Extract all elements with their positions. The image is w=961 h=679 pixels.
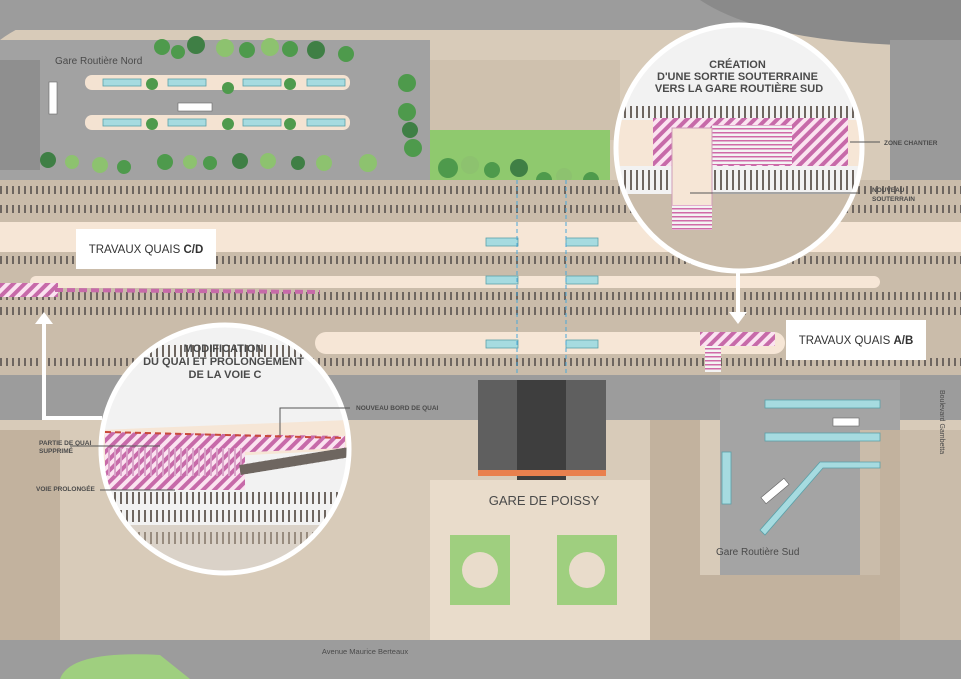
label-zone-chantier: ZONE CHANTIER xyxy=(884,140,938,147)
label-gare-de-poissy: GARE DE POISSY xyxy=(489,493,600,508)
platform-shelters xyxy=(485,237,599,349)
label-nouveau-bord: NOUVEAU BORD DE QUAI xyxy=(356,405,439,412)
label-boulevard: Boulevard Gambetta xyxy=(938,390,945,454)
travaux-ab-prefix: TRAVAUX QUAIS xyxy=(799,335,894,347)
bus-north xyxy=(177,102,213,112)
label-gare-routiere-nord: Gare Routière Nord xyxy=(55,56,142,67)
label-voie-prolongee: VOIE PROLONGÉE xyxy=(36,484,96,493)
south-area xyxy=(0,375,961,679)
svg-text:MODIFICATION DU QUAI ET: MODIFICATION DU QUAI ET PROLONGEMENT DE … xyxy=(143,343,307,381)
travaux-ab-emph: A/B xyxy=(893,335,913,347)
travaux-cd-prefix: TRAVAUX QUAIS xyxy=(89,244,184,256)
callout-quai-title-3: DE LA VOIE C xyxy=(189,369,262,381)
callout-sortie-title-3: VERS LA GARE ROUTIÈRE SUD xyxy=(655,82,823,95)
callout-sortie-title-1: CRÉATION xyxy=(709,58,766,71)
label-gare-routiere-sud: Gare Routière Sud xyxy=(716,547,799,558)
south-shelters xyxy=(721,399,881,536)
arrow-callout-left xyxy=(42,322,102,420)
label-nouveau-souterrain-2: SOUTERRAIN xyxy=(872,196,915,203)
works-zone-ab xyxy=(700,332,775,346)
arrow-head-left xyxy=(35,312,53,324)
bus-north-vertical xyxy=(48,81,58,115)
svg-text:CRÉATION D'UNE SORTIE SO: CRÉATION D'UNE SORTIE SOUTERRAINE VERS L… xyxy=(655,58,823,95)
callout-quai-title-1: MODIFICATION xyxy=(184,343,264,355)
travaux-cd-emph: C/D xyxy=(183,244,203,256)
box-travaux-cd xyxy=(76,229,216,269)
bus-south xyxy=(832,417,860,427)
svg-text:TRAVAUX QUAIS A/B: TRAVAUX QUAIS A/B xyxy=(799,335,914,347)
box-travaux-ab xyxy=(786,320,926,360)
bus-south-angled xyxy=(760,477,790,505)
trees xyxy=(40,36,599,188)
label-avenue: Avenue Maurice Berteaux xyxy=(322,647,408,656)
label-nouveau-souterrain-1: NOUVEAU xyxy=(872,187,905,194)
svg-text:PARTIE DE QUAI SUPPRIMÉ: PARTIE DE QUAI SUPPRIMÉ xyxy=(39,440,93,455)
svg-text:NOUVEAU SOUTERRAIN: NOUVEAU SOUTERRAIN xyxy=(872,187,915,203)
label-partie-supprime-1: PARTIE DE QUAI xyxy=(39,440,91,447)
callout-sortie-title-2: D'UNE SORTIE SOUTERRAINE xyxy=(657,71,818,83)
station-building xyxy=(478,380,606,480)
north-shelters xyxy=(102,78,346,127)
callout-quai-title-2: DU QUAI ET PROLONGEMENT xyxy=(143,356,304,368)
arrow-head-right xyxy=(729,312,747,324)
label-partie-supprime-2: SUPPRIMÉ xyxy=(39,446,74,455)
svg-text:TRAVAUX QUAIS C/D: TRAVAUX QUAIS C/D xyxy=(89,244,204,256)
new-underpass-ab xyxy=(705,346,721,372)
